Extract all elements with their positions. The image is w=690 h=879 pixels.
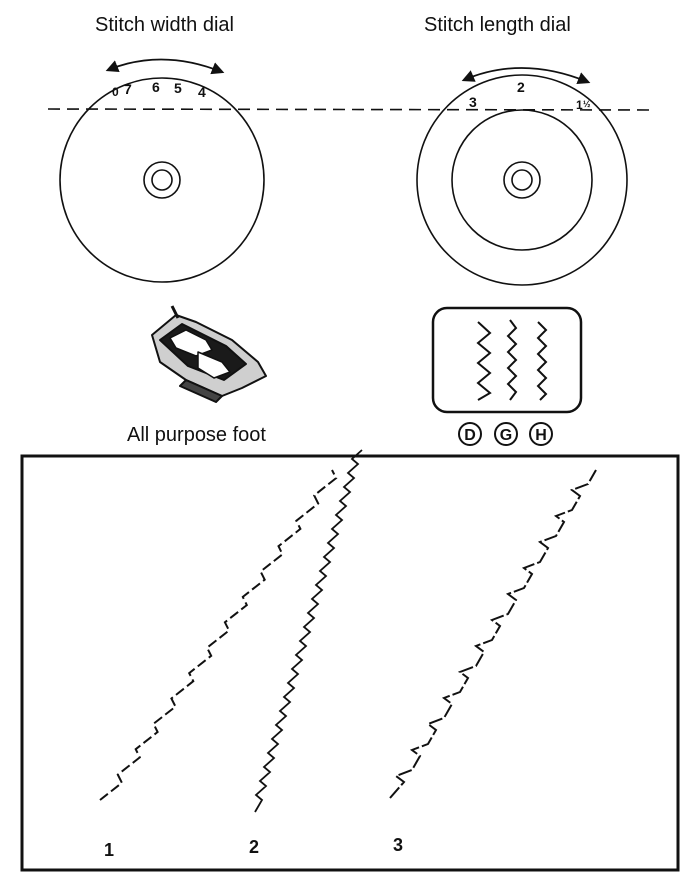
length-mark-1: 1 [576, 98, 583, 112]
width-mark-5: 5 [174, 80, 182, 96]
stitch-sample-1 [99, 469, 338, 801]
card-stitch-h [536, 321, 548, 401]
length-mark-2: 2 [517, 79, 525, 95]
card-stitch-d [476, 321, 492, 401]
stitch-examples-panel [20, 454, 680, 872]
length-mark-half: ½ [583, 99, 591, 109]
width-mark-4: 4 [198, 84, 206, 100]
sample-label-2: 2 [249, 837, 259, 857]
circled-letter-d: D [458, 422, 482, 446]
stitch-width-dial [59, 77, 265, 283]
foot-label: All purpose foot [127, 424, 266, 446]
width-mark-0: 0 [112, 85, 119, 99]
stitch-selector-card [431, 306, 583, 414]
sample-label-1: 1 [104, 840, 114, 860]
reference-dashed-line [47, 108, 653, 111]
width-mark-7: 7 [124, 81, 132, 97]
svg-text:H: H [535, 427, 547, 444]
stitch-sample-2 [254, 449, 363, 813]
width-mark-6: 6 [152, 79, 160, 95]
stitch-length-dial [416, 74, 628, 286]
sample-label-3: 3 [393, 835, 403, 855]
length-dial-arrow [461, 67, 591, 85]
width-dial-title: Stitch width dial [95, 14, 234, 36]
all-purpose-foot-icon [151, 305, 267, 403]
stitch-sample-3 [389, 469, 597, 799]
circled-letter-h: H [529, 422, 553, 446]
svg-text:G: G [500, 427, 512, 444]
svg-text:D: D [464, 427, 476, 444]
circled-letter-g: G [494, 422, 518, 446]
width-dial-arrow [105, 58, 225, 75]
length-dial-title: Stitch length dial [424, 14, 571, 36]
card-stitch-g [506, 319, 518, 401]
length-mark-3: 3 [469, 94, 477, 110]
